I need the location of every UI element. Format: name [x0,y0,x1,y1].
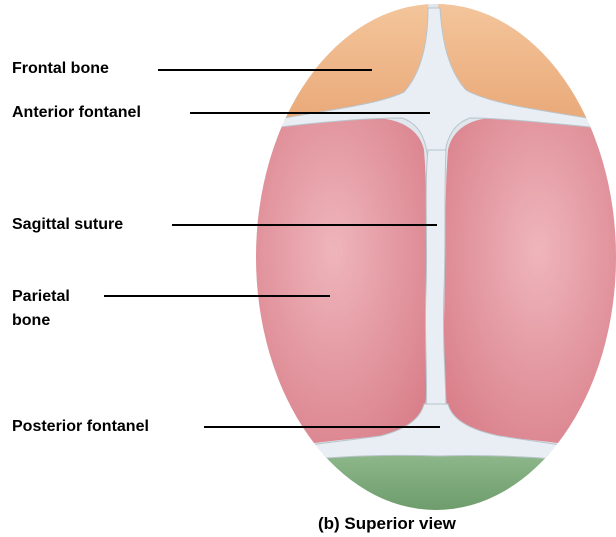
parietal-bone-label-line1: Parietal [12,287,70,307]
figure-caption: (b) Superior view [318,514,456,534]
parietal-bone-label-line2: bone [12,311,50,331]
anterior-fontanel-label: Anterior fontanel [12,103,141,123]
parietal-bone-right [443,118,616,450]
frontal-bone-label: Frontal bone [12,59,109,79]
parietal-bone-left [256,118,429,450]
posterior-fontanel-label: Posterior fontanel [12,417,149,437]
sagittal-suture-membrane [425,150,446,410]
sagittal-suture-label: Sagittal suture [12,215,123,235]
